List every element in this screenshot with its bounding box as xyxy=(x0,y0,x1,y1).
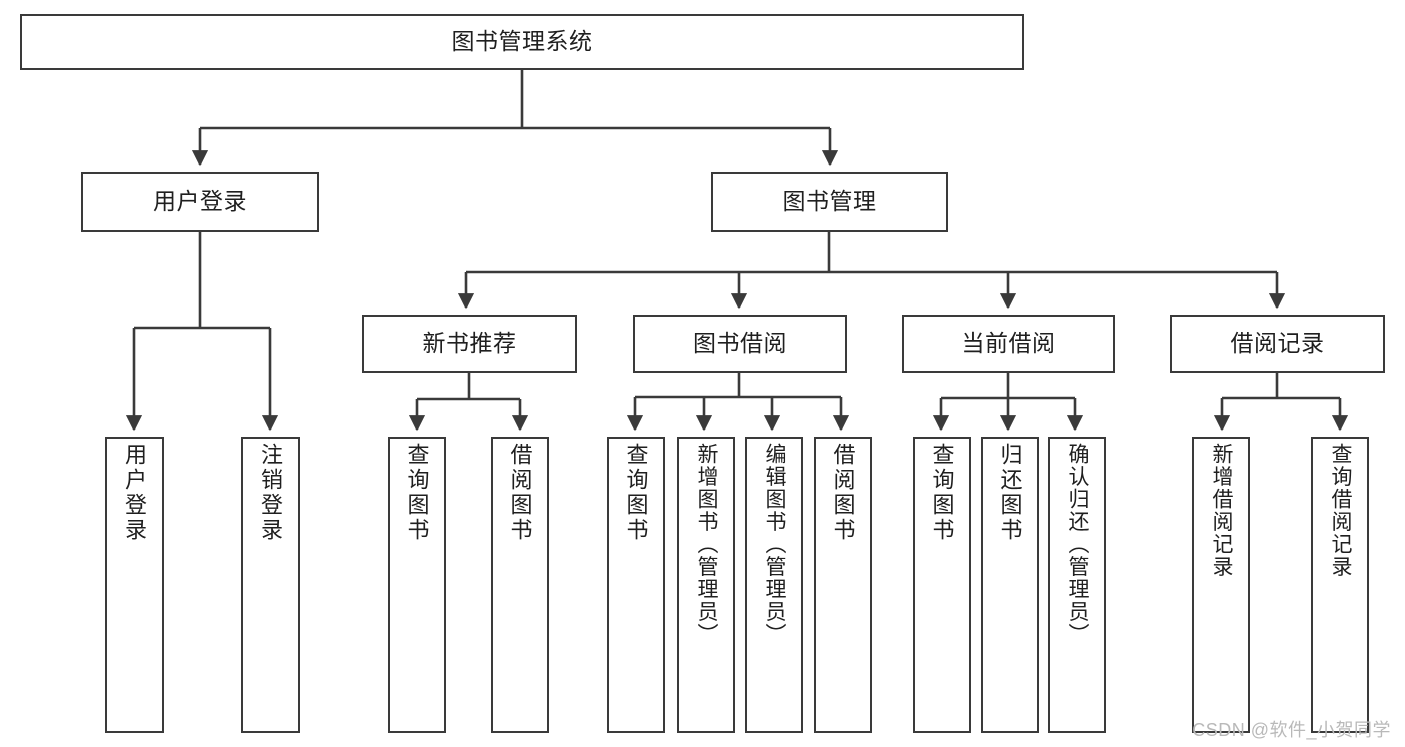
node-current-borrow-label: 当前借阅 xyxy=(961,330,1056,357)
node-root[interactable]: 图书管理系统 xyxy=(20,14,1024,70)
leaf-query-borrow-record-label: 查询借阅记录 xyxy=(1329,443,1353,578)
leaf-return-book[interactable]: 归还图书 xyxy=(981,437,1039,733)
leaf-edit-book[interactable]: 编辑图书（管理员） xyxy=(745,437,803,733)
node-new-book-recommend-label: 新书推荐 xyxy=(422,330,517,357)
leaf-logout-login-label: 注销登录 xyxy=(258,443,284,543)
node-new-book-recommend[interactable]: 新书推荐 xyxy=(362,315,577,373)
leaf-logout-login[interactable]: 注销登录 xyxy=(241,437,300,733)
node-book-management[interactable]: 图书管理 xyxy=(711,172,948,232)
leaf-add-book-label: 新增图书（管理员） xyxy=(695,443,719,646)
leaf-confirm-return[interactable]: 确认归还（管理员） xyxy=(1048,437,1106,733)
node-book-management-label: 图书管理 xyxy=(782,188,877,215)
csdn-watermark: CSDN @软件_小贺同学 xyxy=(1192,720,1391,740)
leaf-query-book-newbook-label: 查询图书 xyxy=(404,443,430,543)
leaf-query-book-current[interactable]: 查询图书 xyxy=(913,437,971,733)
leaf-return-book-label: 归还图书 xyxy=(997,443,1023,543)
node-book-borrow-label: 图书借阅 xyxy=(693,330,787,357)
node-root-label: 图书管理系统 xyxy=(451,28,593,55)
leaf-borrow-book-borrow[interactable]: 借阅图书 xyxy=(814,437,872,733)
leaf-confirm-return-label: 确认归还（管理员） xyxy=(1066,443,1090,646)
leaf-borrow-book-newbook-label: 借阅图书 xyxy=(507,443,533,543)
node-borrow-record[interactable]: 借阅记录 xyxy=(1170,315,1385,373)
leaf-query-book-borrow[interactable]: 查询图书 xyxy=(607,437,665,733)
leaf-add-book[interactable]: 新增图书（管理员） xyxy=(677,437,735,733)
leaf-borrow-book-borrow-label: 借阅图书 xyxy=(830,443,856,543)
node-book-borrow[interactable]: 图书借阅 xyxy=(633,315,847,373)
node-user-login[interactable]: 用户登录 xyxy=(81,172,319,232)
leaf-borrow-book-newbook[interactable]: 借阅图书 xyxy=(491,437,549,733)
leaf-query-book-borrow-label: 查询图书 xyxy=(623,443,649,543)
leaf-edit-book-label: 编辑图书（管理员） xyxy=(763,443,787,646)
leaf-add-borrow-record-label: 新增借阅记录 xyxy=(1210,443,1234,578)
leaf-add-borrow-record[interactable]: 新增借阅记录 xyxy=(1192,437,1250,733)
leaf-user-login[interactable]: 用户登录 xyxy=(105,437,164,733)
leaf-query-book-current-label: 查询图书 xyxy=(929,443,955,543)
node-user-login-label: 用户登录 xyxy=(153,188,247,215)
leaf-query-borrow-record[interactable]: 查询借阅记录 xyxy=(1311,437,1369,733)
leaf-user-login-label: 用户登录 xyxy=(122,443,148,543)
leaf-query-book-newbook[interactable]: 查询图书 xyxy=(388,437,446,733)
node-current-borrow[interactable]: 当前借阅 xyxy=(902,315,1115,373)
node-borrow-record-label: 借阅记录 xyxy=(1230,330,1325,357)
